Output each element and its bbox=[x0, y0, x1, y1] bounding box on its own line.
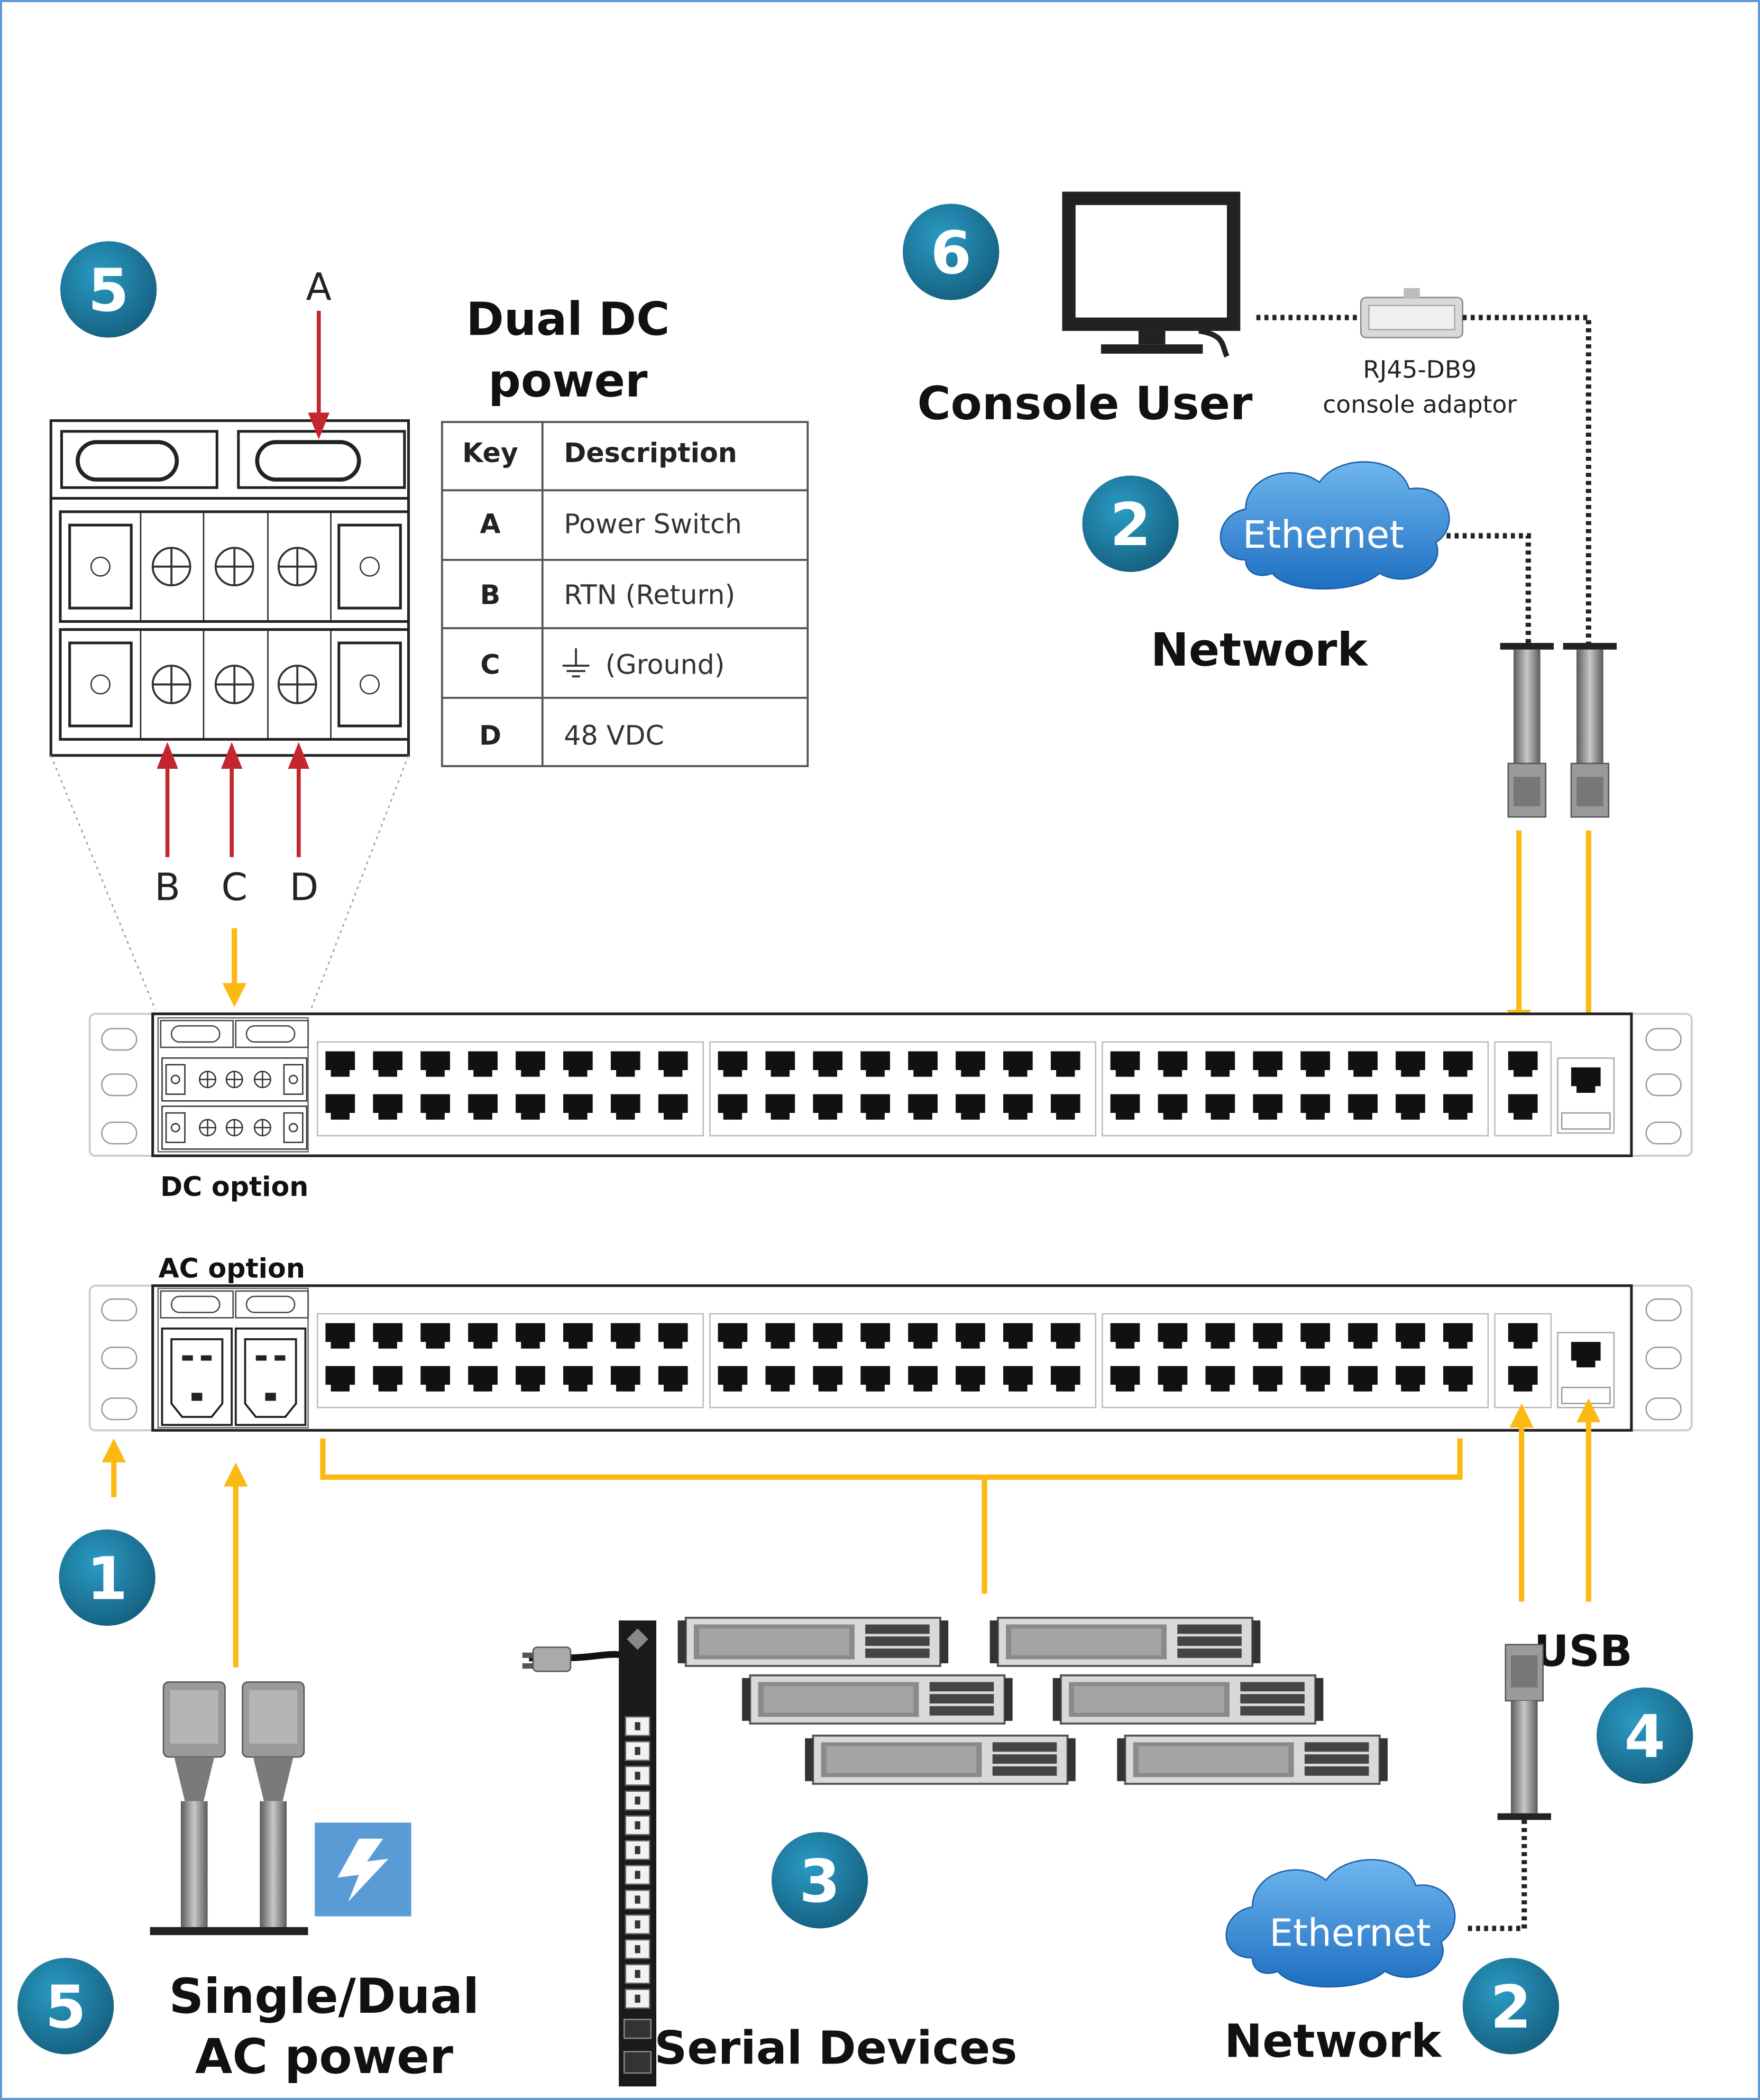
lightning-icon bbox=[315, 1822, 411, 1917]
pdu-socket bbox=[625, 1790, 650, 1811]
svg-text:2: 2 bbox=[1110, 491, 1151, 559]
pdu-socket-hole bbox=[635, 1994, 640, 2003]
ethernet-cloud-bottom bbox=[1225, 1859, 1456, 1988]
pdu-socket-hole bbox=[635, 1871, 640, 1879]
pdu-socket-hole bbox=[635, 1821, 640, 1830]
badge-5-dc: 5 bbox=[60, 241, 157, 338]
badge-5-ac: 5 bbox=[17, 1958, 114, 2055]
table-desc-b: RTN (Return) bbox=[564, 579, 735, 611]
zoom-guide-left bbox=[50, 755, 156, 1010]
badge-2-network-bottom: 2 bbox=[1462, 1958, 1560, 2055]
svg-text:4: 4 bbox=[1624, 1703, 1665, 1771]
ac-inlet-left bbox=[161, 1327, 233, 1426]
badge-3-serial: 3 bbox=[771, 1832, 868, 1929]
table-header-description: Description bbox=[564, 437, 737, 468]
adaptor-label-line1: RJ45-DB9 bbox=[1363, 356, 1477, 384]
pdu-socket bbox=[625, 1740, 650, 1761]
red-arrows bbox=[157, 310, 330, 858]
pdu-socket-hole bbox=[635, 1747, 640, 1755]
serial-devices-label: Serial Devices bbox=[654, 2022, 1017, 2075]
pdu-socket-hole bbox=[635, 1945, 640, 1954]
arrow-label-c: C bbox=[221, 865, 248, 909]
svg-text:3: 3 bbox=[799, 1848, 840, 1916]
table-desc-c: (Ground) bbox=[606, 649, 725, 680]
pdu-socket-hole bbox=[635, 1772, 640, 1780]
ground-icon bbox=[562, 648, 590, 678]
network-label-top: Network bbox=[1151, 624, 1369, 677]
table-key-a: A bbox=[480, 508, 500, 539]
ethernet-cloud-top bbox=[1220, 461, 1450, 590]
pdu-socket-hole bbox=[635, 1969, 640, 1978]
svg-text:5: 5 bbox=[88, 257, 129, 325]
adaptor-label-line2: console adaptor bbox=[1323, 390, 1517, 418]
ac-option-label: AC option bbox=[158, 1253, 305, 1284]
ethernet-label-top: Ethernet bbox=[1243, 513, 1404, 557]
table-desc-a: Power Switch bbox=[564, 508, 742, 539]
ethernet-label-bottom: Ethernet bbox=[1269, 1911, 1431, 1955]
table-desc-d: 48 VDC bbox=[564, 720, 664, 751]
rj45-cable-network-top bbox=[1500, 643, 1554, 818]
dc-terminal-closeup bbox=[49, 419, 410, 757]
pdu-socket-hole bbox=[635, 1920, 640, 1929]
ac-power-label-line1: Single/Dual bbox=[169, 1968, 480, 2024]
pdu-socket-hole bbox=[635, 1895, 640, 1904]
badge-1-power: 1 bbox=[59, 1529, 155, 1626]
zoom-guide-right bbox=[310, 755, 409, 1010]
rj45-cable-network-bottom bbox=[1497, 1644, 1551, 1820]
rj45-db9-adaptor-icon bbox=[1360, 288, 1464, 338]
dc-key-table: Key Description A Power Switch B RTN (Re… bbox=[441, 421, 809, 767]
dc-console-server bbox=[88, 1012, 1693, 1157]
arrow-label-a: A bbox=[306, 265, 332, 309]
table-header-key: Key bbox=[462, 437, 518, 468]
pdu-socket-hole bbox=[635, 1722, 640, 1730]
arrow-label-b: B bbox=[154, 865, 180, 909]
svg-text:1: 1 bbox=[87, 1545, 128, 1613]
badge-4-usb: 4 bbox=[1597, 1687, 1693, 1784]
pdu-icon bbox=[522, 1620, 657, 2087]
table-key-b: B bbox=[480, 579, 501, 611]
monitor-icon bbox=[1062, 191, 1241, 358]
usb-label: USB bbox=[1534, 1627, 1633, 1677]
dc-title-line2: power bbox=[488, 355, 648, 408]
dc-option-label: DC option bbox=[160, 1171, 308, 1202]
badge-6-console: 6 bbox=[903, 204, 1000, 300]
svg-text:5: 5 bbox=[45, 1974, 86, 2042]
table-key-d: D bbox=[479, 720, 501, 751]
rj45-cable-console-top bbox=[1563, 643, 1617, 818]
svg-text:6: 6 bbox=[930, 219, 971, 288]
dc-title-line1: Dual DC bbox=[466, 293, 670, 346]
badge-2-network-top: 2 bbox=[1082, 475, 1179, 572]
network-label-bottom: Network bbox=[1224, 2015, 1442, 2068]
ac-power-cords-icon bbox=[150, 1681, 308, 1936]
yellow-arrows-bottom bbox=[102, 1398, 1601, 1668]
svg-text:2: 2 bbox=[1490, 1974, 1532, 2042]
pdu-socket bbox=[625, 1716, 650, 1737]
table-key-c: C bbox=[480, 649, 500, 680]
serial-device-servers bbox=[676, 1616, 1389, 1785]
ac-power-label-line2: AC power bbox=[195, 2028, 453, 2085]
pdu-socket-hole bbox=[635, 1846, 640, 1854]
console-user-label: Console User bbox=[917, 377, 1253, 430]
ac-inlet-right bbox=[234, 1327, 307, 1426]
arrow-label-d: D bbox=[290, 865, 319, 909]
pdu-socket-hole bbox=[635, 1796, 640, 1805]
ac-console-server bbox=[88, 1284, 1693, 1432]
